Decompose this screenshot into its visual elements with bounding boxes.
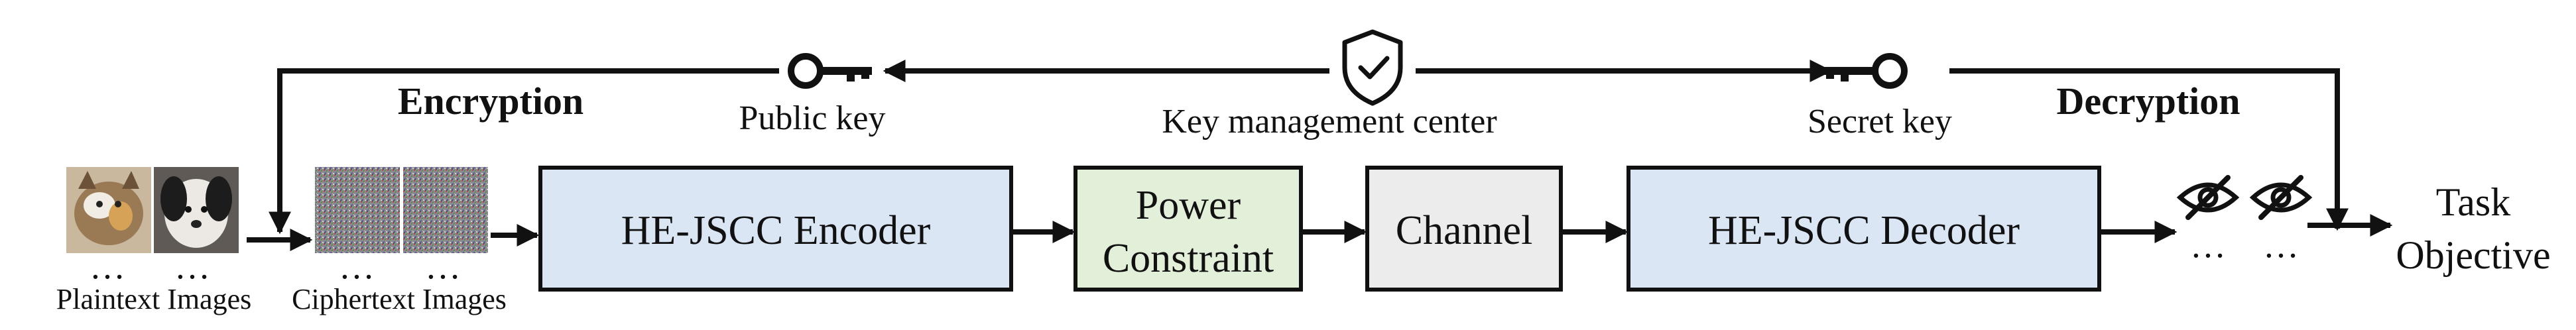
plaintext-ellipsis-2: … bbox=[174, 247, 210, 286]
ciphertext-image-2 bbox=[403, 167, 488, 253]
task-label-line2: Objective bbox=[2396, 233, 2550, 277]
secret-key-label: Secret key bbox=[1808, 103, 1952, 140]
decoder-label: HE-JSCC Decoder bbox=[1708, 208, 2020, 253]
decoder-block bbox=[1626, 166, 2101, 292]
secret-key-icon bbox=[1823, 53, 1908, 89]
plaintext-images: … … Plaintext Images bbox=[56, 167, 252, 315]
ciphertext-label: Ciphertext Images bbox=[292, 283, 507, 315]
encryption-heading: Encryption bbox=[398, 80, 583, 123]
public-key-label: Public key bbox=[739, 99, 886, 137]
key-center-label: Key management center bbox=[1162, 103, 1497, 140]
task-label-line1: Task bbox=[2436, 180, 2510, 224]
power-label-line2: Constraint bbox=[1103, 236, 1274, 281]
output-ellipsis-2: … bbox=[2263, 225, 2299, 265]
ciphertext-ellipsis-1: … bbox=[339, 247, 375, 286]
secret-key-path bbox=[1949, 68, 2349, 231]
encoder-block bbox=[538, 166, 1013, 292]
channel-block bbox=[1365, 166, 1563, 292]
public-key-icon bbox=[788, 53, 872, 89]
plaintext-ellipsis-1: … bbox=[90, 247, 125, 286]
key-distribution bbox=[269, 60, 2349, 235]
ciphertext-ellipsis-2: … bbox=[425, 247, 461, 286]
encoder-label: HE-JSCC Encoder bbox=[621, 208, 931, 253]
eye-slash-icon bbox=[2180, 178, 2236, 217]
decryption-heading: Decryption bbox=[2056, 80, 2240, 123]
channel-label: Channel bbox=[1396, 208, 1533, 253]
shield-check-icon bbox=[1342, 29, 1403, 106]
ciphertext-images: … … Ciphertext Images bbox=[292, 167, 507, 315]
plaintext-image-cat bbox=[66, 167, 151, 253]
public-key-path bbox=[269, 68, 779, 235]
eye-slash-icon bbox=[2253, 178, 2309, 217]
ciphertext-image-1 bbox=[315, 167, 400, 253]
plaintext-label: Plaintext Images bbox=[56, 283, 252, 315]
power-label-line1: Power bbox=[1136, 183, 1241, 228]
output-ellipsis-1: … bbox=[2190, 225, 2226, 265]
plaintext-image-dog bbox=[154, 167, 239, 253]
power-constraint-block bbox=[1073, 166, 1303, 292]
hidden-outputs: … … bbox=[2180, 178, 2309, 265]
